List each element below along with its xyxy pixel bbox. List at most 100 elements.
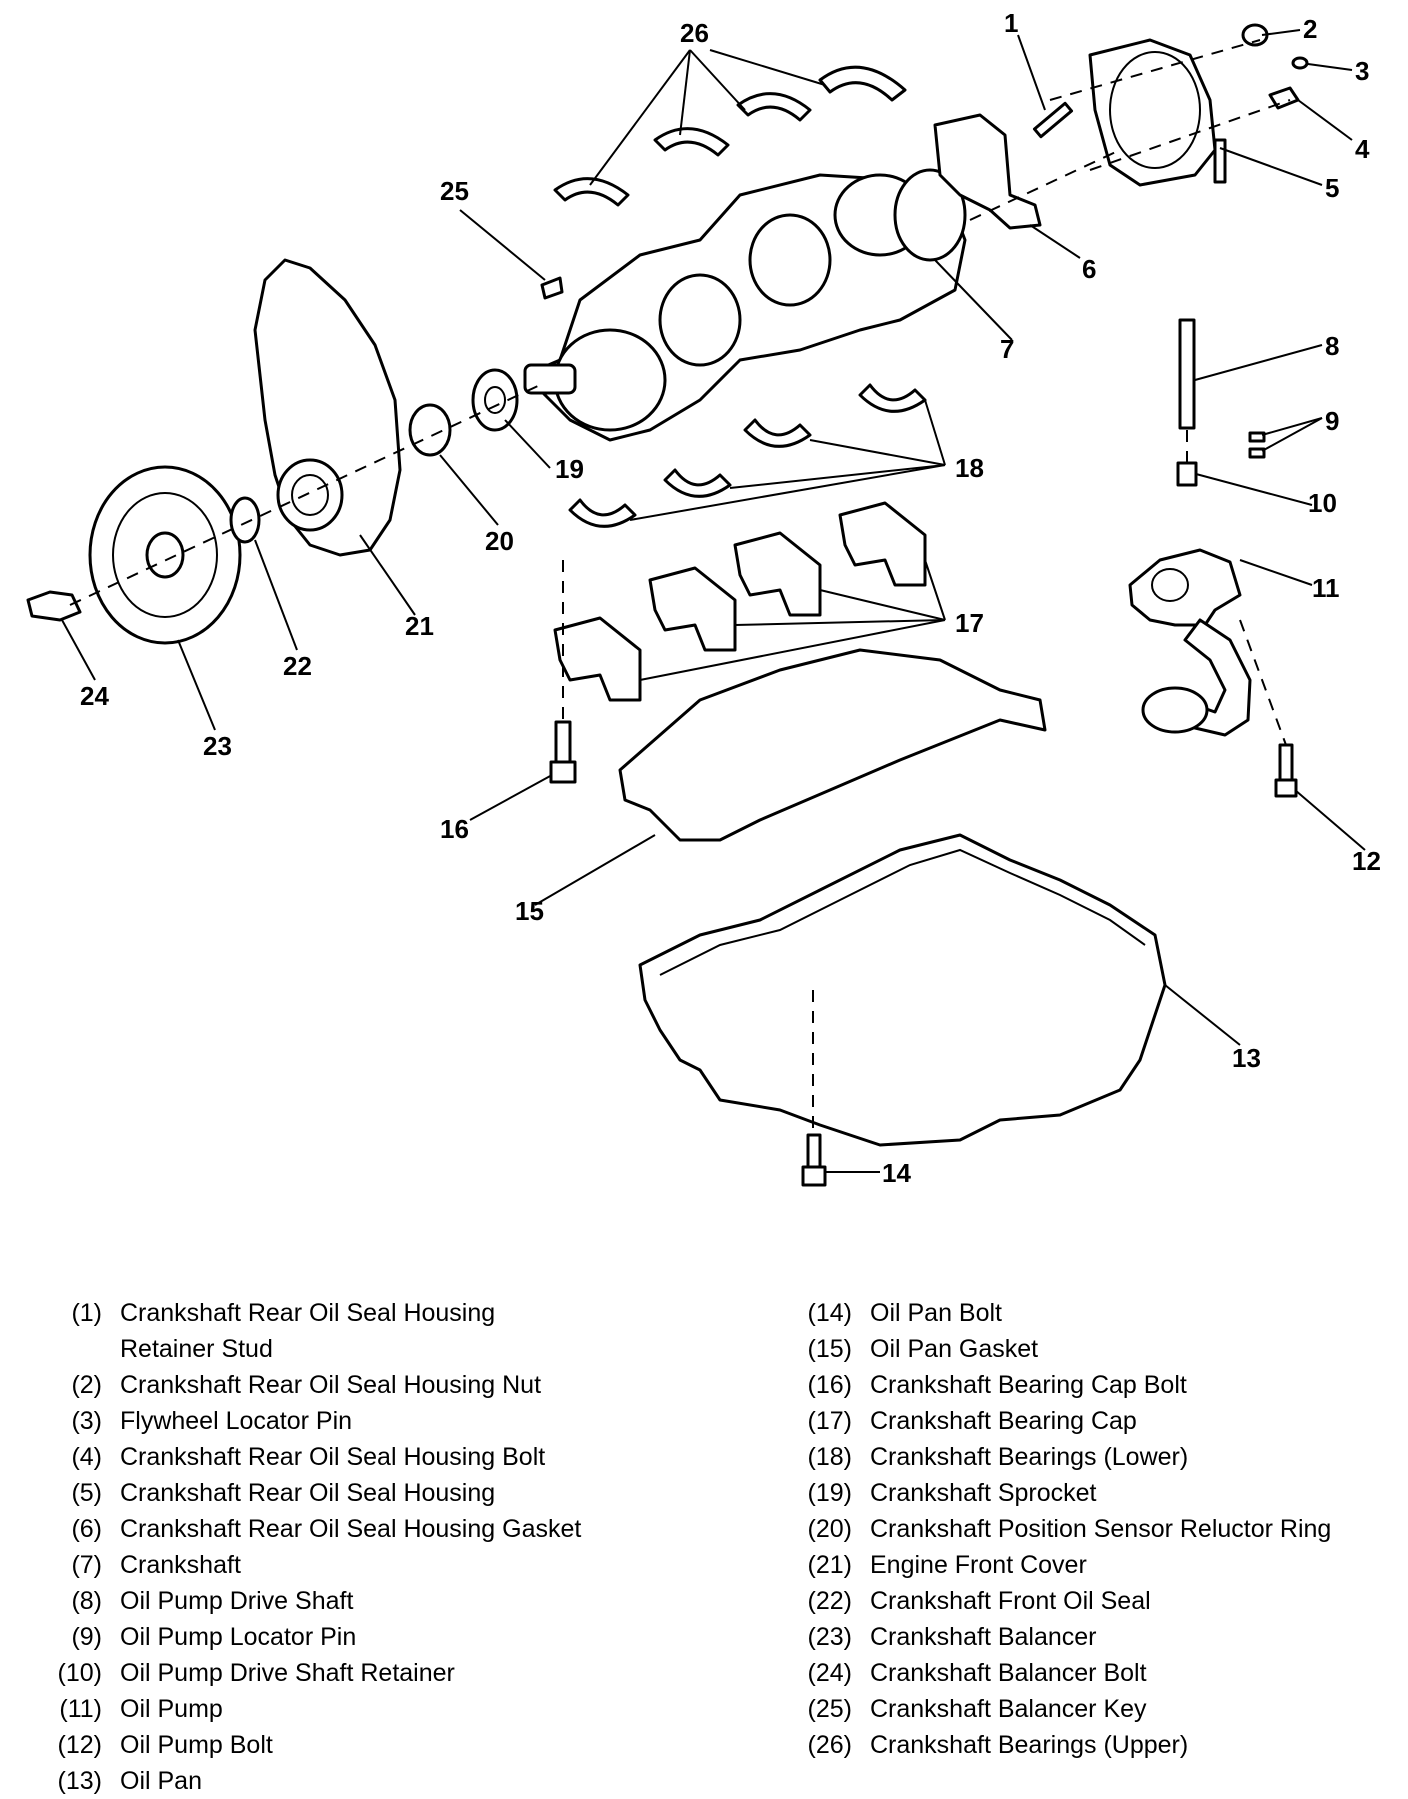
legend-item-label: Crankshaft Rear Oil Seal Housing Bolt [120,1443,546,1471]
legend-item-number: (7) [71,1551,102,1579]
legend-item-number: (26) [807,1731,852,1759]
legend-item: (9)Oil Pump Locator Pin [40,1619,640,1655]
legend-item: (22)Crankshaft Front Oil Seal [790,1583,1400,1619]
callout-12: 12 [1352,846,1381,876]
leader-lines [61,29,1366,1173]
legend-item-number: (5) [71,1479,102,1507]
legend-item-number: (3) [71,1407,102,1435]
callout-26: 26 [680,18,709,48]
legend-item-label: Crankshaft Bearing Cap Bolt [870,1371,1187,1399]
legend-item-label: Engine Front Cover [870,1551,1087,1579]
legend-item-label: Oil Pan Bolt [870,1299,1003,1327]
legend-item-number: (9) [71,1623,102,1651]
legend-item: (18)Crankshaft Bearings (Lower) [790,1439,1400,1475]
oil-pan-bolt [801,1133,827,1187]
legend-item: (15)Oil Pan Gasket [790,1331,1400,1367]
legend-item-label: Crankshaft [120,1551,241,1579]
legend-item: (23) Crankshaft Balancer [790,1619,1400,1655]
reluctor-ring [408,403,452,457]
legend-item-number: (11) [59,1695,102,1723]
oil-pan-gasket [618,648,1047,842]
crankshaft-balancer [88,465,242,645]
legend-item: (6) Crankshaft Rear Oil Seal Housing Gask… [40,1511,640,1547]
legend-item: (17)Crankshaft Bearing Cap [790,1403,1400,1439]
legend-item: (5) Crankshaft Rear Oil Seal Housing [40,1475,640,1511]
legend-item-number: (24) [807,1659,852,1687]
parts-legend-right: (14) Oil Pan Bolt (15)Oil Pan Gasket (16) Cr… [790,1295,1400,1763]
legend-item: (14) Oil Pan Bolt [790,1295,1400,1331]
callout-20: 20 [485,526,514,556]
legend-item-label: Retainer Stud [120,1335,273,1363]
legend-item-label: Oil Pump Bolt [120,1731,273,1759]
legend-item-number: (21) [807,1551,852,1579]
legend-item-number: (12) [57,1731,102,1759]
legend-item-number: (20) [807,1515,852,1543]
callout-9: 9 [1325,406,1339,436]
legend-item-number: (6) [71,1515,102,1543]
balancer-key [540,276,564,300]
bearing-caps [553,501,927,702]
legend-item-number: (14) [807,1299,852,1327]
callout-6: 6 [1082,254,1096,284]
legend-item: (2)Crankshaft Rear Oil Seal Housing Nut [40,1367,640,1403]
legend-item-label: Crankshaft Bearings (Upper) [870,1731,1189,1759]
callout-13: 13 [1232,1043,1261,1073]
legend-item-label: Crankshaft Position Sensor Reluctor Ring [870,1515,1332,1543]
legend-item: (20) Crankshaft Position Sensor Reluctor … [790,1511,1400,1547]
legend-item-number: (23) [807,1623,852,1651]
callout-7: 7 [1000,334,1014,364]
legend-item-number: (17) [807,1407,852,1435]
callout-19: 19 [555,454,584,484]
legend-item-label: Crankshaft Balancer [870,1623,1097,1651]
legend-item-label: Crankshaft Sprocket [870,1479,1097,1507]
crankshaft-sprocket [471,368,519,432]
legend-item: (4) Crankshaft Rear Oil Seal Housing Bolt [40,1439,640,1475]
rear-seal-housing [1088,38,1227,187]
legend-item: (19) Crankshaft Sprocket [790,1475,1400,1511]
legend-item-label: Oil Pump [120,1695,223,1723]
upper-bearing-shells [553,65,907,207]
callout-14: 14 [882,1158,911,1188]
legend-item: (3) Flywheel Locator Pin [40,1403,640,1439]
legend-item: (8)Oil Pump Drive Shaft [40,1583,640,1619]
callout-8: 8 [1325,331,1339,361]
oil-pump [1128,548,1252,737]
flywheel-locator-pin [1291,56,1309,70]
legend-item-label: Crankshaft Rear Oil Seal Housing [120,1479,496,1507]
lower-bearing-shells [568,383,927,528]
callout-3: 3 [1355,56,1369,86]
legend-item-label: Crankshaft Balancer Bolt [870,1659,1147,1687]
crankshaft [523,168,967,442]
legend-item: (10)Oil Pump Drive Shaft Retainer [40,1655,640,1691]
legend-item-label: Flywheel Locator Pin [120,1407,353,1435]
bearing-cap-bolt [549,720,577,784]
callout-24: 24 [80,681,109,711]
callout-23: 23 [203,731,232,761]
legend-item-number: (25) [807,1695,852,1723]
callout-5: 5 [1325,173,1339,203]
callout-2: 2 [1303,14,1317,44]
legend-item-label: Crankshaft Rear Oil Seal Housing Nut [120,1371,542,1399]
legend-item-number: (10) [57,1659,102,1687]
legend-item-label: Crankshaft Balancer Key [870,1695,1147,1723]
callout-17: 17 [955,608,984,638]
legend-item-number: (16) [807,1371,852,1399]
legend-item-number: (22) [807,1587,852,1615]
legend-item-number: (19) [807,1479,852,1507]
callout-1: 1 [1004,8,1018,38]
oil-pump-locator-pin-a [1248,431,1266,443]
oil-pump-bolt [1274,743,1298,798]
legend-item-label: Crankshaft Rear Oil Seal Housing [120,1299,496,1327]
legend-item-number: (4) [71,1443,102,1471]
retainer-stud [1032,101,1074,139]
assembly-centerlines [69,39,1291,1135]
legend-item-number: (13) [57,1767,102,1795]
oil-pan [638,833,1167,1147]
legend-item-label: Crankshaft Rear Oil Seal Housing Gasket [120,1515,582,1543]
legend-item: (24) Crankshaft Balancer Bolt [790,1655,1400,1691]
legend-item: (16) Crankshaft Bearing Cap Bolt [790,1367,1400,1403]
callout-25: 25 [440,176,469,206]
callout-15: 15 [515,896,544,926]
